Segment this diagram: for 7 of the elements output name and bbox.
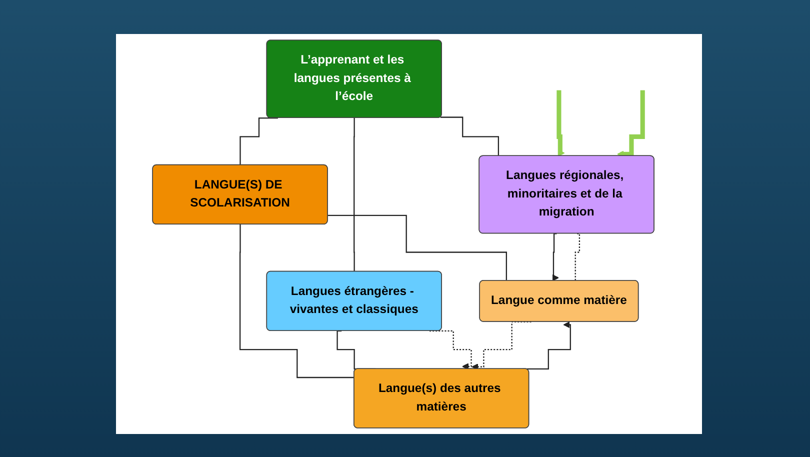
arrow (472, 321, 532, 370)
connector (240, 117, 278, 166)
connector (354, 117, 356, 272)
arrow (617, 88, 645, 158)
arrow (552, 233, 559, 282)
connector (239, 224, 354, 378)
arrow (556, 88, 565, 156)
